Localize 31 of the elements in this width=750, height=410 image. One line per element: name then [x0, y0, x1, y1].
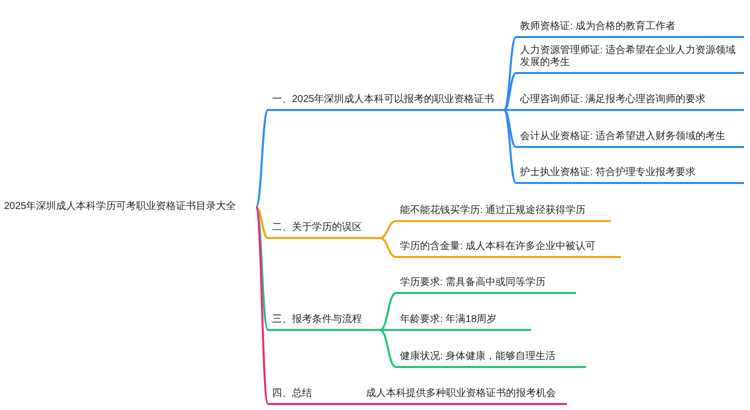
- topic-node: 三、报考条件与流程: [268, 314, 380, 331]
- connector-line: [255, 109, 269, 208]
- topic-node: 能不能花钱买学历: 通过正规途径获得学历: [396, 205, 611, 222]
- topic-node: 护士执业资格证: 符合护理专业报考要求: [516, 167, 744, 184]
- topic-node: 四、总结: [268, 388, 344, 405]
- topic-node: 学历要求: 需具备高中或同等学历: [396, 277, 576, 294]
- topic-node: 会计从业资格证: 适合希望进入财务领域的考生: [516, 131, 744, 148]
- topic-node: 学历的含金量: 成人本科在许多企业中被认可: [396, 241, 621, 258]
- topic-node: 年龄要求: 年满18周岁: [396, 314, 531, 331]
- topic-node: 健康状况: 身体健康，能够自理生活: [396, 351, 586, 368]
- topic-node: 二、关于学历的误区: [268, 222, 380, 239]
- connector-line: [503, 36, 517, 111]
- connector-line: [380, 329, 396, 368]
- topic-node: 教师资格证: 成为合格的教育工作者: [516, 21, 744, 38]
- topic-node: 人力资源管理师证: 适合希望在企业人力资源领域发展的考生: [516, 45, 744, 74]
- topic-node: 成人本科提供多种职业资格证书的报考机会: [362, 388, 567, 405]
- connector-line: [504, 109, 516, 111]
- connector-line: [255, 206, 269, 330]
- connector-line: [380, 329, 396, 331]
- connector-line: [344, 403, 362, 405]
- root-topic: 2025年深圳成人本科学历可考职业资格证书目录大全: [4, 201, 256, 213]
- connector-line: [503, 109, 517, 184]
- topic-node: 一、2025年深圳成人本科可以报考的职业资格证书: [268, 94, 504, 111]
- connector-line: [504, 72, 516, 111]
- topic-node: 心理咨询师证: 满足报考心理咨询师的要求: [516, 94, 744, 111]
- connector-line: [380, 237, 396, 258]
- connector-line: [380, 220, 396, 239]
- connector-line: [504, 109, 516, 148]
- connector-line: [255, 206, 269, 404]
- connector-line: [380, 292, 396, 331]
- connector-line: [256, 206, 268, 239]
